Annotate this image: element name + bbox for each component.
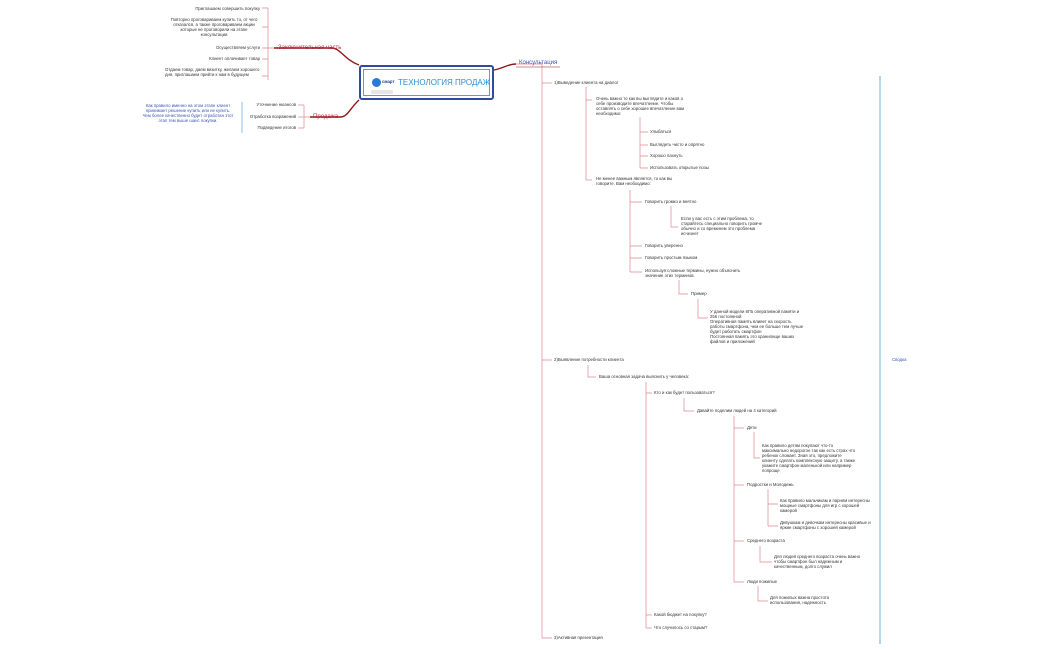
- group-note[interactable]: Как правило детям покупают что-то максим…: [762, 443, 856, 473]
- branch-line-final: [274, 47, 360, 66]
- branch-line-sale: [310, 99, 360, 118]
- group-note[interactable]: Для людей среднего возраста очень важно …: [774, 554, 861, 569]
- logo-icon: [372, 78, 381, 87]
- summary-label[interactable]: Сводка: [892, 357, 907, 362]
- main-task[interactable]: Ваша основная задача выяснить у человека…: [599, 374, 690, 379]
- appearance-item[interactable]: Хорошо пахнуть: [650, 153, 683, 158]
- step1-label[interactable]: 1)Выведение клиента на диалог: [554, 80, 619, 85]
- speech-loud-note[interactable]: Если у вас есть с этим проблема, то стар…: [681, 216, 762, 236]
- logo-caption-bar: [371, 90, 393, 94]
- budget-question[interactable]: Какой бюджет на покупку?: [654, 612, 707, 617]
- logo-text: смарт: [382, 79, 395, 84]
- final-item[interactable]: Клиент оплачивает товар: [209, 56, 260, 61]
- old-phone-question[interactable]: Что случилось со старым?: [654, 625, 708, 630]
- center-title: ТЕХНОЛОГИЯ ПРОДАЖ: [398, 78, 491, 87]
- example-label[interactable]: Пример: [691, 291, 707, 296]
- group-name[interactable]: Среднего возраста: [747, 538, 785, 543]
- step1-appearance[interactable]: Очень важно то как вы выглядите и каков …: [596, 96, 685, 116]
- group-name[interactable]: Дети: [747, 425, 757, 430]
- sale-item[interactable]: Уточнение нюансов: [256, 102, 296, 107]
- appearance-item[interactable]: Выглядеть чисто и опрятно: [650, 142, 705, 147]
- branch-consult-label[interactable]: Консультация: [519, 60, 558, 66]
- final-item[interactable]: Осуществляем услуги: [215, 45, 260, 50]
- center-topic[interactable]: [359, 65, 494, 100]
- consult-connectors: [516, 63, 778, 639]
- group-note[interactable]: Для пожилых важна простота использования…: [770, 595, 830, 605]
- speech-loud[interactable]: Говорить громко и внятно: [645, 199, 697, 204]
- speech-item[interactable]: Говорить уверенно: [645, 243, 683, 248]
- branch-final-label[interactable]: Заключительная часть: [278, 45, 342, 51]
- group-note[interactable]: Девушкам и девочкам интересны красивые и…: [780, 520, 871, 530]
- center-topic-inner: [363, 69, 490, 96]
- appearance-item[interactable]: Использовать открытые позы: [650, 165, 709, 170]
- speech-item[interactable]: Говорить простым языком: [645, 255, 698, 260]
- group-name[interactable]: Люди пожилые: [747, 579, 777, 584]
- group-name[interactable]: Подростки и Молодежь: [747, 482, 794, 487]
- appearance-item[interactable]: Улыбаться: [650, 129, 672, 134]
- final-item[interactable]: Отдаем товар, даем визитку, желаем хорош…: [165, 67, 260, 77]
- example-text[interactable]: У данной модели 6ГБ оперативной памяти и…: [710, 309, 804, 344]
- who-question[interactable]: Кто и как будет пользоваться?: [654, 390, 715, 395]
- branch-line-consult: [493, 63, 517, 71]
- sale-item[interactable]: Отработка возражений: [249, 114, 296, 119]
- speech-terms[interactable]: Используя сложные термины, нужно объясни…: [645, 268, 741, 278]
- divide-label[interactable]: Давайте поделим людей на 4 категорий: [697, 408, 777, 413]
- group-note[interactable]: Как правило мальчикам и парням интересны…: [780, 498, 870, 513]
- final-item[interactable]: Повторно проговариваем купить то, от чег…: [170, 17, 258, 37]
- sale-connectors: [298, 104, 310, 129]
- branch-sale-label[interactable]: Продажа: [313, 114, 339, 120]
- final-item[interactable]: Приглашаем совершить покупку: [195, 6, 260, 11]
- step2-label[interactable]: 2)Выявление потребности клиента: [554, 357, 624, 362]
- final-connectors: [262, 7, 274, 80]
- step1-speech[interactable]: Не менее важным является, то как вы гово…: [596, 176, 673, 186]
- sale-item[interactable]: Подведение итогов: [257, 125, 296, 130]
- step3-label[interactable]: 3)Активная презентация: [554, 635, 603, 640]
- sale-note: Как правило именно на этом этапе клиент …: [142, 103, 234, 123]
